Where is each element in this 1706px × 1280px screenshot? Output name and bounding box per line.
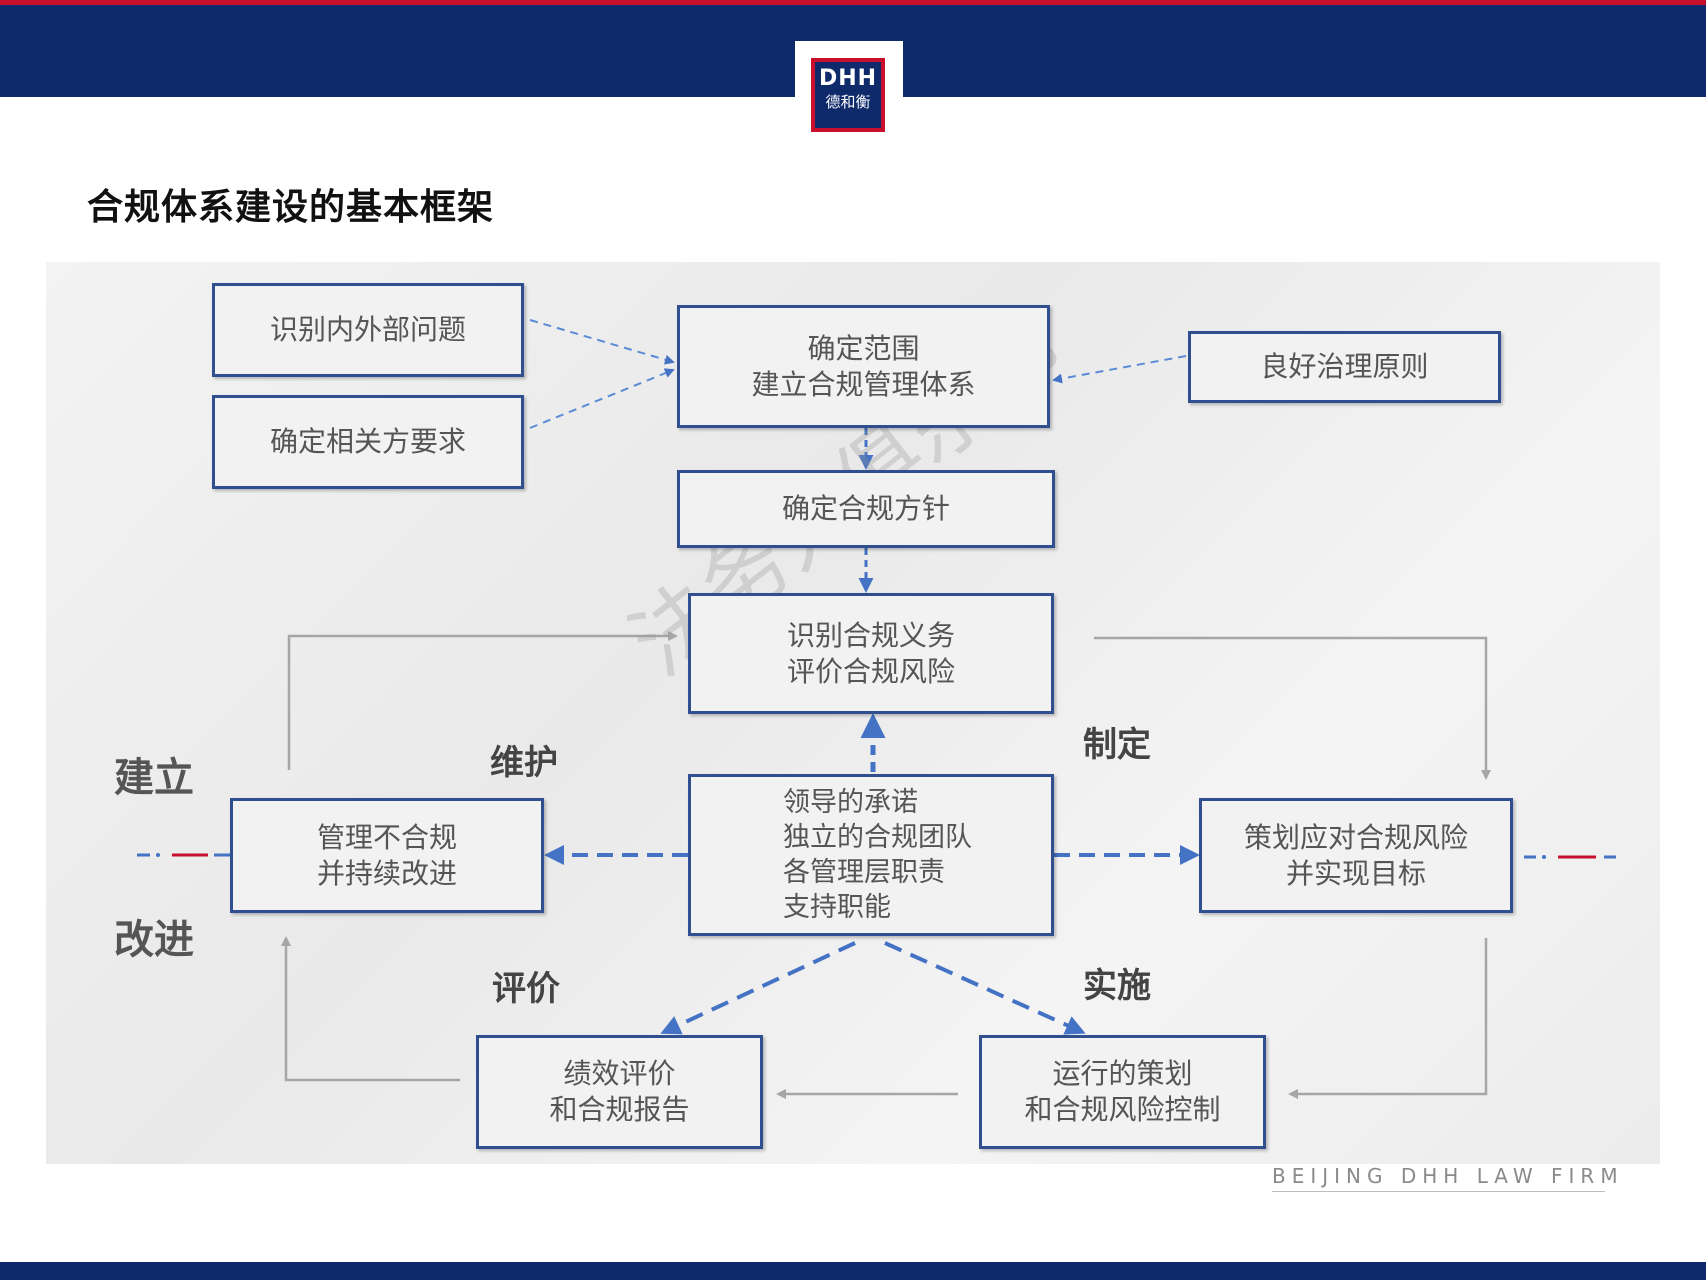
box-scope: 确定范围 建立合规管理体系 [677, 305, 1050, 428]
cycle-arrow-plan-to-operate [1288, 938, 1488, 1099]
box-evaluate-line-2: 和合规报告 [549, 1093, 690, 1126]
box-leadership-line-1: 领导的承诺 [783, 787, 918, 818]
box-governance-text: 良好治理原则 [1260, 350, 1429, 383]
arrow-issues-to-scope [529, 319, 675, 365]
box-manage-noncompliance: 管理不合规 并持续改进 [230, 798, 544, 913]
cycle-arrow-manage-to-identify [287, 631, 678, 770]
box-determine-requirements: 确定相关方要求 [212, 395, 524, 489]
box-identify-line-1: 识别合规义务 [786, 618, 955, 652]
label-implement: 实施 [1083, 966, 1151, 1006]
box-policy-text: 确定合规方针 [781, 492, 950, 525]
box-identify-issues: 识别内外部问题 [212, 283, 524, 377]
box-leadership-line-4: 支持职能 [783, 892, 891, 923]
arrow-parties-to-scope [529, 368, 675, 429]
box-determine-requirements-text: 确定相关方要求 [269, 425, 466, 458]
box-manage-line-1: 管理不合规 [316, 820, 457, 854]
box-scope-line-1: 确定范围 [807, 331, 920, 365]
box-policy: 确定合规方针 [677, 470, 1055, 548]
arrow-leadership-to-evaluate [660, 941, 856, 1035]
arrow-governance-to-scope [1052, 355, 1187, 384]
box-plan-response: 策划应对合规风险 并实现目标 [1199, 798, 1513, 913]
box-leadership: 领导的承诺 独立的合规团队 各管理层职责 支持职能 [688, 774, 1054, 936]
cycle-arrow-evaluate-to-manage [281, 936, 460, 1082]
label-assess: 评价 [492, 969, 560, 1009]
box-governance: 良好治理原则 [1188, 331, 1501, 403]
label-maintain: 维护 [490, 743, 558, 783]
box-identify-obligations: 识别合规义务 评价合规风险 [688, 593, 1054, 714]
right-divider-rule [1524, 855, 1616, 859]
box-plan-line-1: 策划应对合规风险 [1243, 820, 1468, 854]
logo-chinese-name: 德和衡 [825, 93, 871, 111]
logo-mark: DHH [818, 66, 878, 91]
cycle-arrow-identify-to-plan [1094, 636, 1491, 780]
label-establish: 建立 [114, 755, 194, 801]
label-improve: 改进 [114, 917, 194, 963]
footer-bar [0, 1262, 1706, 1280]
page-title: 合规体系建设的基本框架 [87, 187, 495, 228]
box-evaluate-line-1: 绩效评价 [563, 1057, 676, 1090]
firm-logo: DHH 德和衡 [811, 58, 885, 132]
footer-underline [1272, 1191, 1605, 1192]
arrow-leadership-to-operate [884, 941, 1086, 1035]
firm-name-footer: BEIJING DHH LAW FIRM [1272, 1164, 1624, 1188]
box-performance-evaluation: 绩效评价 和合规报告 [476, 1035, 763, 1149]
box-identify-line-2: 评价合规风险 [786, 654, 955, 688]
box-operate-line-2: 和合规风险控制 [1024, 1093, 1221, 1126]
box-leadership-line-3: 各管理层职责 [783, 857, 945, 888]
box-leadership-line-2: 独立的合规团队 [783, 822, 972, 853]
box-operation-control: 运行的策划 和合规风险控制 [979, 1035, 1266, 1149]
box-scope-line-2: 建立合规管理体系 [751, 367, 976, 401]
label-formulate: 制定 [1083, 725, 1151, 765]
box-manage-line-2: 并持续改进 [316, 856, 457, 890]
box-operate-line-1: 运行的策划 [1052, 1057, 1193, 1090]
box-identify-issues-text: 识别内外部问题 [269, 313, 466, 346]
left-divider-rule [137, 853, 230, 857]
box-plan-line-2: 并实现目标 [1285, 856, 1426, 890]
top-red-stripe [0, 0, 1706, 5]
